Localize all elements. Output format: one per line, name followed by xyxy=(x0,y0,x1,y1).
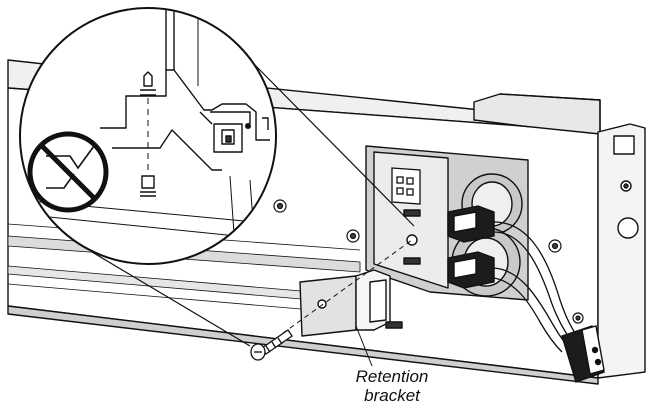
rail-bottom-lip xyxy=(7,305,599,385)
cable-end-connector xyxy=(561,325,605,383)
alignment-line xyxy=(267,239,413,345)
end-plate xyxy=(597,123,646,379)
rail-screw-holes xyxy=(273,199,584,324)
connector-icon xyxy=(391,167,421,205)
screw-icon xyxy=(250,329,293,361)
callout-leader xyxy=(355,325,373,367)
magnifier-leaders xyxy=(91,57,415,347)
callout-label-line1: Retention xyxy=(356,367,429,386)
prohibited-icon xyxy=(27,131,109,213)
bracket-plate xyxy=(299,275,357,337)
end-block xyxy=(473,93,646,379)
retention-bracket xyxy=(299,269,403,337)
callout-label-line2: bracket xyxy=(364,386,421,405)
power-plugs xyxy=(447,205,495,289)
